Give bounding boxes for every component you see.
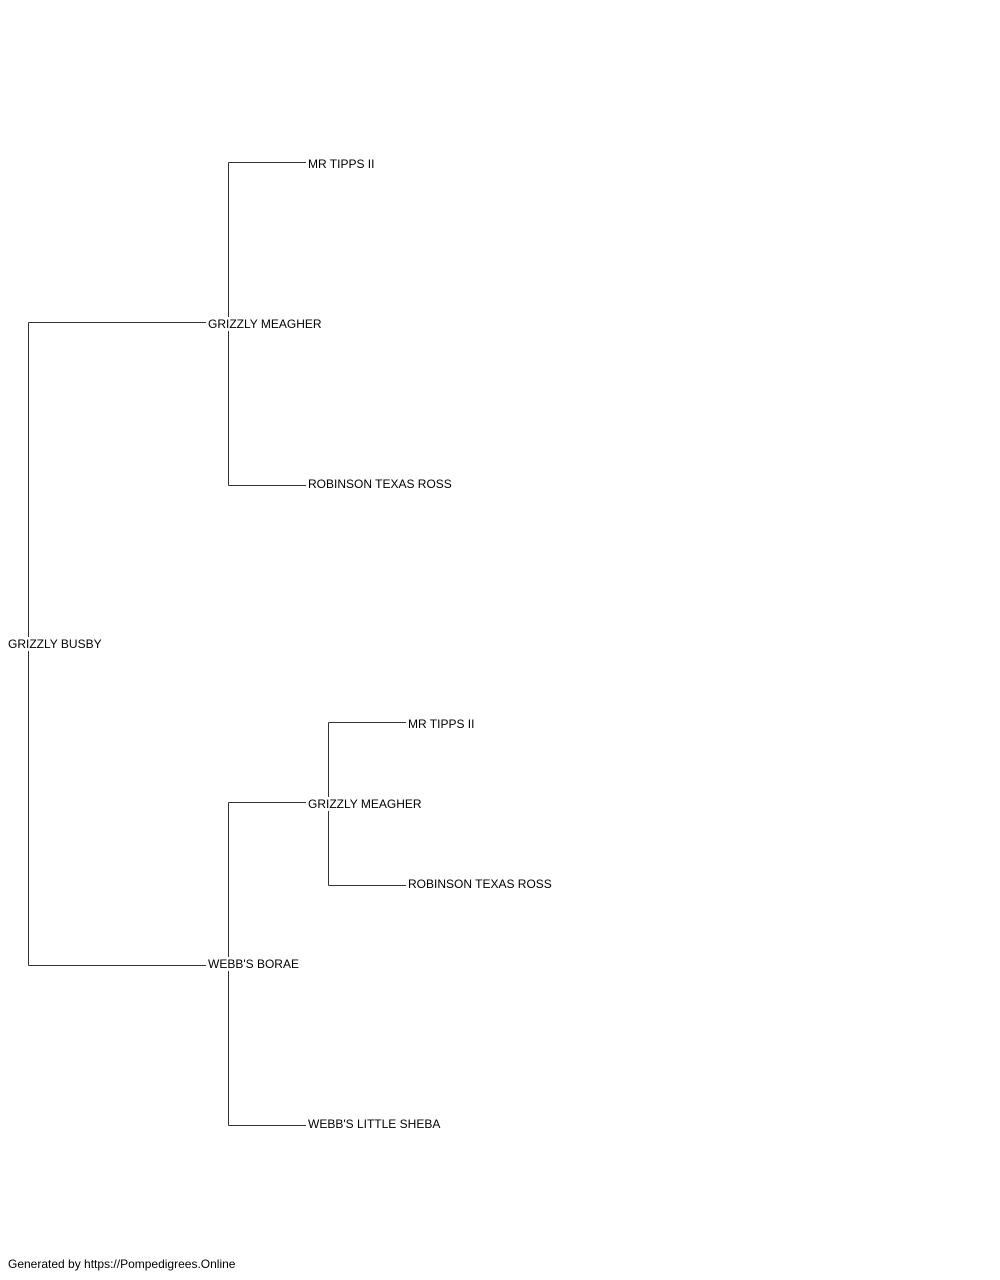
node-dam-sire: GRIZZLY MEAGHER bbox=[307, 797, 423, 811]
node-sire-sire: MR TIPPS II bbox=[307, 157, 376, 171]
node-sire-dam: ROBINSON TEXAS ROSS bbox=[307, 477, 453, 491]
node-sire: GRIZZLY MEAGHER bbox=[207, 317, 323, 331]
node-subject: GRIZZLY BUSBY bbox=[7, 637, 103, 651]
node-dam-dam: WEBB'S LITTLE SHEBA bbox=[307, 1117, 442, 1131]
node-dam: WEBB'S BORAE bbox=[207, 957, 300, 971]
footer-credit: Generated by https://Pompedigrees.Online bbox=[8, 1257, 236, 1271]
node-dam-sire-dam: ROBINSON TEXAS ROSS bbox=[407, 877, 553, 891]
node-dam-sire-sire: MR TIPPS II bbox=[407, 717, 476, 731]
